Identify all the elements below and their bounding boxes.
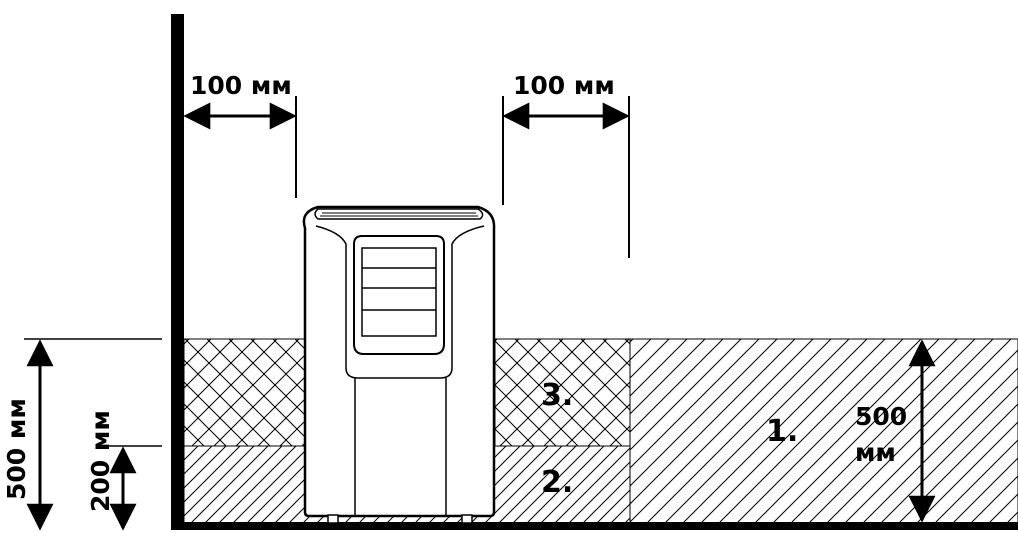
zone-3-crosshatch [183, 338, 631, 447]
air-conditioner-icon [302, 205, 496, 524]
zone-3-label: 3. [541, 378, 574, 413]
zone-2-label: 2. [541, 465, 574, 500]
floor [171, 522, 1018, 530]
zone-1-label: 1. [766, 414, 799, 449]
right-height-unit: мм [855, 438, 896, 467]
left-clearance-label: 100 мм [190, 71, 292, 100]
wall [171, 14, 184, 530]
total-height-label: 500 мм [2, 398, 31, 500]
zone-1-hatch [629, 338, 1018, 525]
right-height-value: 500 [855, 402, 908, 431]
lower-height-label: 200 мм [86, 410, 115, 512]
right-clearance-label: 100 мм [513, 71, 615, 100]
